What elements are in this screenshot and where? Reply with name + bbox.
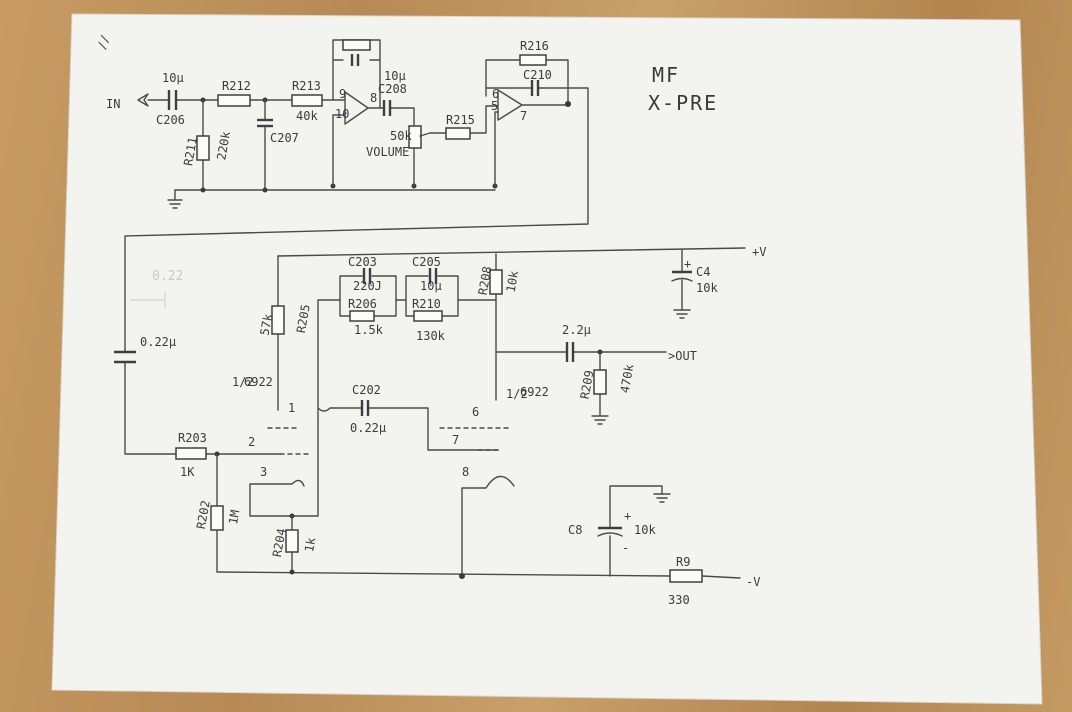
r202-value: 1M xyxy=(226,509,242,526)
r208-value: 10k xyxy=(504,269,522,294)
c206-ref: C206 xyxy=(156,113,185,127)
tube-pin2: 2 xyxy=(248,435,255,449)
c210-ref: C210 xyxy=(523,68,552,82)
r210-value: 130k xyxy=(416,329,446,343)
tube-left-pin1: 1 xyxy=(288,401,295,415)
c208-ref: C208 xyxy=(378,82,407,96)
tube-pin7: 7 xyxy=(452,433,459,447)
opamp1-pin10: 10 xyxy=(335,107,349,121)
r213-value: 40k xyxy=(296,109,318,123)
c207-ref: C207 xyxy=(270,131,299,145)
c203-ref: C203 xyxy=(348,255,377,269)
c205-ref: C205 xyxy=(412,255,441,269)
corner-mark: // xyxy=(94,33,112,51)
r208-ref: R208 xyxy=(476,265,495,296)
r209-value: 470k xyxy=(618,362,637,394)
c8-value: 10k xyxy=(634,523,656,537)
tube-stage: +V + C4 10k 57k R205 1/2 6922 1 C203 220… xyxy=(114,245,766,607)
ghost-cap-value: 0.22 xyxy=(152,269,183,284)
coupling-cap-value: 0.22µ xyxy=(140,335,176,349)
c8-ground-icon xyxy=(653,493,671,503)
c202-value: 0.22µ xyxy=(350,421,386,435)
volume-value: 50k xyxy=(390,129,412,143)
c8-ref: C8 xyxy=(568,523,582,537)
minus-v-label: -V xyxy=(746,575,760,589)
input-label: IN xyxy=(106,97,120,111)
r212-ref: R212 xyxy=(222,79,251,93)
r9-value: 330 xyxy=(668,593,690,607)
c4-ground-icon xyxy=(673,299,691,319)
plus-v-label: +V xyxy=(752,245,766,259)
c205-value: 10µ xyxy=(420,279,442,293)
paper-sheet xyxy=(51,13,1043,705)
r203-value: 1K xyxy=(180,465,195,479)
tube-left-name: 6922 xyxy=(244,375,273,389)
c203-value: 220J xyxy=(353,279,382,293)
r206-value: 1.5k xyxy=(354,323,384,337)
c4-polarity: + xyxy=(684,257,691,271)
tube-left-frac: 1/2 xyxy=(232,375,254,389)
preamp-stage: IN 10µ C206 R212 R213 40k R211 220k C207 xyxy=(106,39,589,351)
c208-value: 10µ xyxy=(384,69,406,83)
c202-ref: C202 xyxy=(352,383,381,397)
tube-right-frac: 1/2 xyxy=(506,387,528,401)
r210-ref: R210 xyxy=(412,297,441,311)
r215-ref: R215 xyxy=(446,113,475,127)
r205-value: 57k xyxy=(258,312,276,337)
r204-ref: R204 xyxy=(270,527,289,558)
opamp1-pin8: 8 xyxy=(370,91,377,105)
opamp2-pin6: 6 xyxy=(492,87,499,101)
opamp-1-icon xyxy=(344,91,369,125)
input-arrow xyxy=(137,93,149,107)
c4-ref: C4 xyxy=(696,265,710,279)
c4-value: 10k xyxy=(696,281,718,295)
r211-value: 220k xyxy=(214,130,233,162)
tube-pin8: 8 xyxy=(462,465,469,479)
c206-value: 10µ xyxy=(162,71,184,85)
out-cap-value: 2.2µ xyxy=(562,323,591,337)
opamp2-pin5: 5 xyxy=(491,99,498,113)
opamp1-pin9: 9 xyxy=(339,87,346,101)
title-line-1: MF xyxy=(652,63,680,87)
r205-ref: R205 xyxy=(294,303,313,334)
r202-ref: R202 xyxy=(194,499,213,530)
tube-right-name: 6922 xyxy=(520,385,549,399)
output-label: >OUT xyxy=(668,349,697,363)
r206-ref: R206 xyxy=(348,297,377,311)
r9-ref: R9 xyxy=(676,555,690,569)
tube-pin3: 3 xyxy=(260,465,267,479)
r211-ref: R211 xyxy=(181,136,200,167)
r204-value: 1k xyxy=(302,536,318,553)
r203-ref: R203 xyxy=(178,431,207,445)
c8-polarity-plus: + xyxy=(624,509,631,523)
opamp2-pin7: 7 xyxy=(520,109,527,123)
preamp-ground-icon xyxy=(167,189,183,209)
tube-right-pin6: 6 xyxy=(472,405,479,419)
c8-polarity-minus: - xyxy=(622,541,629,555)
r213-ref: R213 xyxy=(292,79,321,93)
r209-ref: R209 xyxy=(578,369,597,400)
volume-wiper xyxy=(419,132,447,137)
r216-ref: R216 xyxy=(520,39,549,53)
opamp-2-icon xyxy=(497,89,523,121)
title-line-2: X-PRE xyxy=(648,91,718,115)
volume-label: VOLUME xyxy=(366,145,409,159)
